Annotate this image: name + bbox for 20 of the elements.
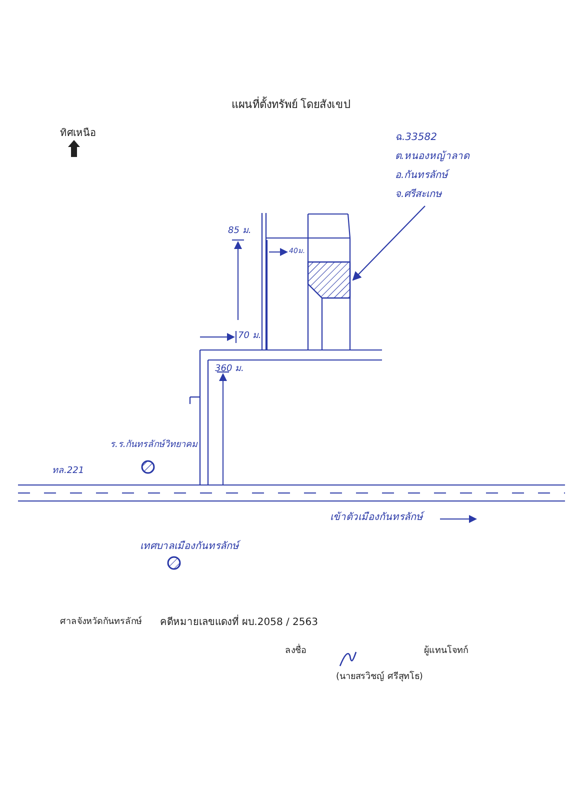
location-note: ต.หนองหญ้าลาด — [395, 150, 471, 164]
map-title: แผนที่ตั้งทรัพย์ โดยสังเขป — [230, 98, 352, 112]
road-label: ทล.221 — [52, 466, 84, 477]
location-note: ฉ.33582 — [395, 131, 438, 145]
leader-arrow — [352, 206, 426, 281]
court-label: ศาลจังหวัดกันทรลักษ์ — [60, 617, 142, 628]
place-label: เทศบาลเมืองกันทรลักษ์ — [140, 541, 239, 553]
case-number: คดีหมายเลขแดงที่ ผบ.2058 / 2563 — [160, 617, 318, 629]
location-note: อ.กันทรลักษ์ — [395, 168, 451, 183]
role-label: ผู้แทนโจทก์ — [424, 646, 468, 657]
signature-label: ลงชื่อ — [285, 646, 306, 657]
place-label: ร.ร.กันทรลักษ์วิทยาคม — [110, 440, 198, 451]
direction-label: ทิศเหนือ — [60, 128, 96, 140]
location-note: จ.ศรีสะเกษ — [395, 188, 444, 202]
dimension-label: 360 ม. — [215, 364, 244, 375]
property-parcel — [307, 261, 351, 299]
dimension-label: 70 ม. — [238, 331, 262, 342]
dimension-label: 85 ม. — [228, 226, 252, 237]
place-label: เข้าตัวเมืองกันทรลักษ์ — [330, 512, 423, 524]
signer-name: (นายสรวิชญ์ ศรีสุทโธ) — [336, 672, 423, 683]
